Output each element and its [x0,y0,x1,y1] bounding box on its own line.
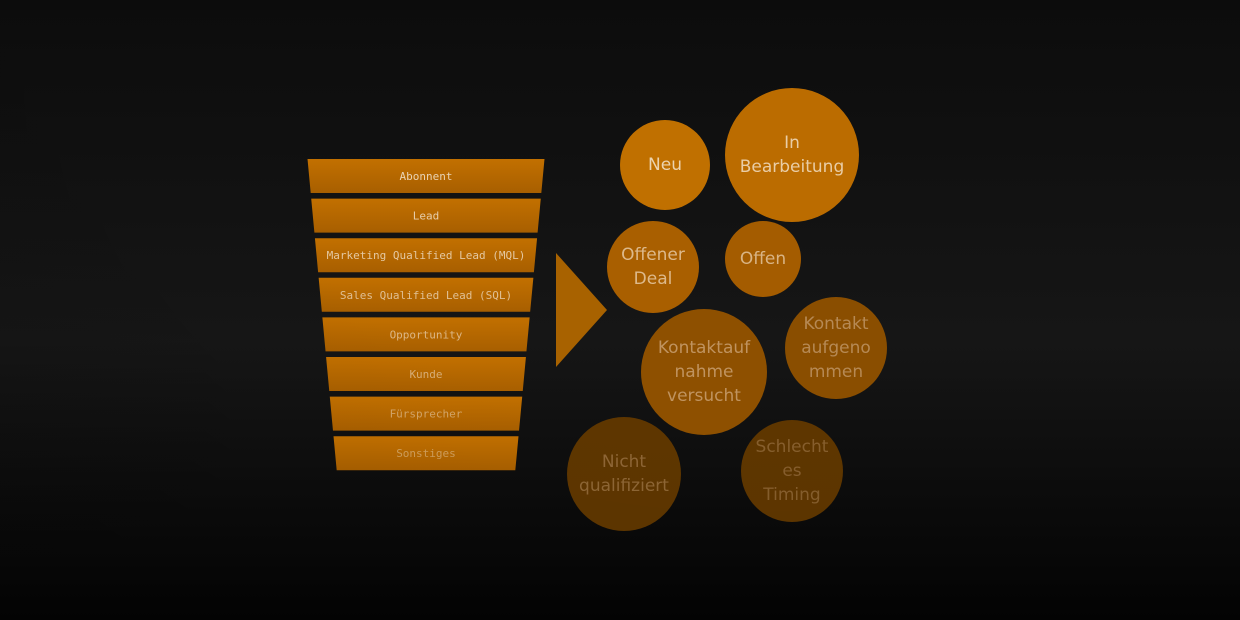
funnel-stage-f-rsprecher [329,396,523,431]
status-bubble-nicht-qualifiziert: Nicht qualifiziert [567,417,681,531]
funnel-stage-sales-qualified-lead-sql [318,277,534,312]
funnel-stage-label: Fürsprecher [390,408,463,421]
status-bubble-schlechtes-timing: Schlecht es Timing [741,420,843,522]
funnel-stage-label: Abonnent [400,170,453,183]
status-bubble-neu: Neu [620,120,710,210]
status-bubble-offen: Offen [725,221,801,297]
status-bubble-kontaktaufnahme-versucht: Kontaktauf nahme versucht [641,309,767,435]
funnel-stage-sonstiges [333,436,519,471]
funnel-stage-marketing-qualified-lead-mql [314,238,538,273]
funnel-stage-label: Marketing Qualified Lead (MQL) [327,249,526,262]
status-bubble-kontakt-aufgenommen: Kontakt aufgeno mmen [785,297,887,399]
funnel-stage-opportunity [322,317,530,352]
funnel-stage-label: Opportunity [390,328,463,341]
funnel-stage-label: Sonstiges [396,447,456,460]
funnel-stage-kunde [326,357,526,391]
arrow-right-icon [556,253,607,367]
funnel-stage-label: Kunde [409,368,442,381]
status-bubble-in-bearbeitung: In Bearbeitung [725,88,859,222]
funnel-stage-label: Sales Qualified Lead (SQL) [340,289,512,302]
funnel-stage-abonnent [307,159,545,193]
funnel-stage-lead [311,198,541,233]
funnel-stage-label: Lead [413,210,440,223]
status-bubble-offener-deal: Offener Deal [607,221,699,313]
